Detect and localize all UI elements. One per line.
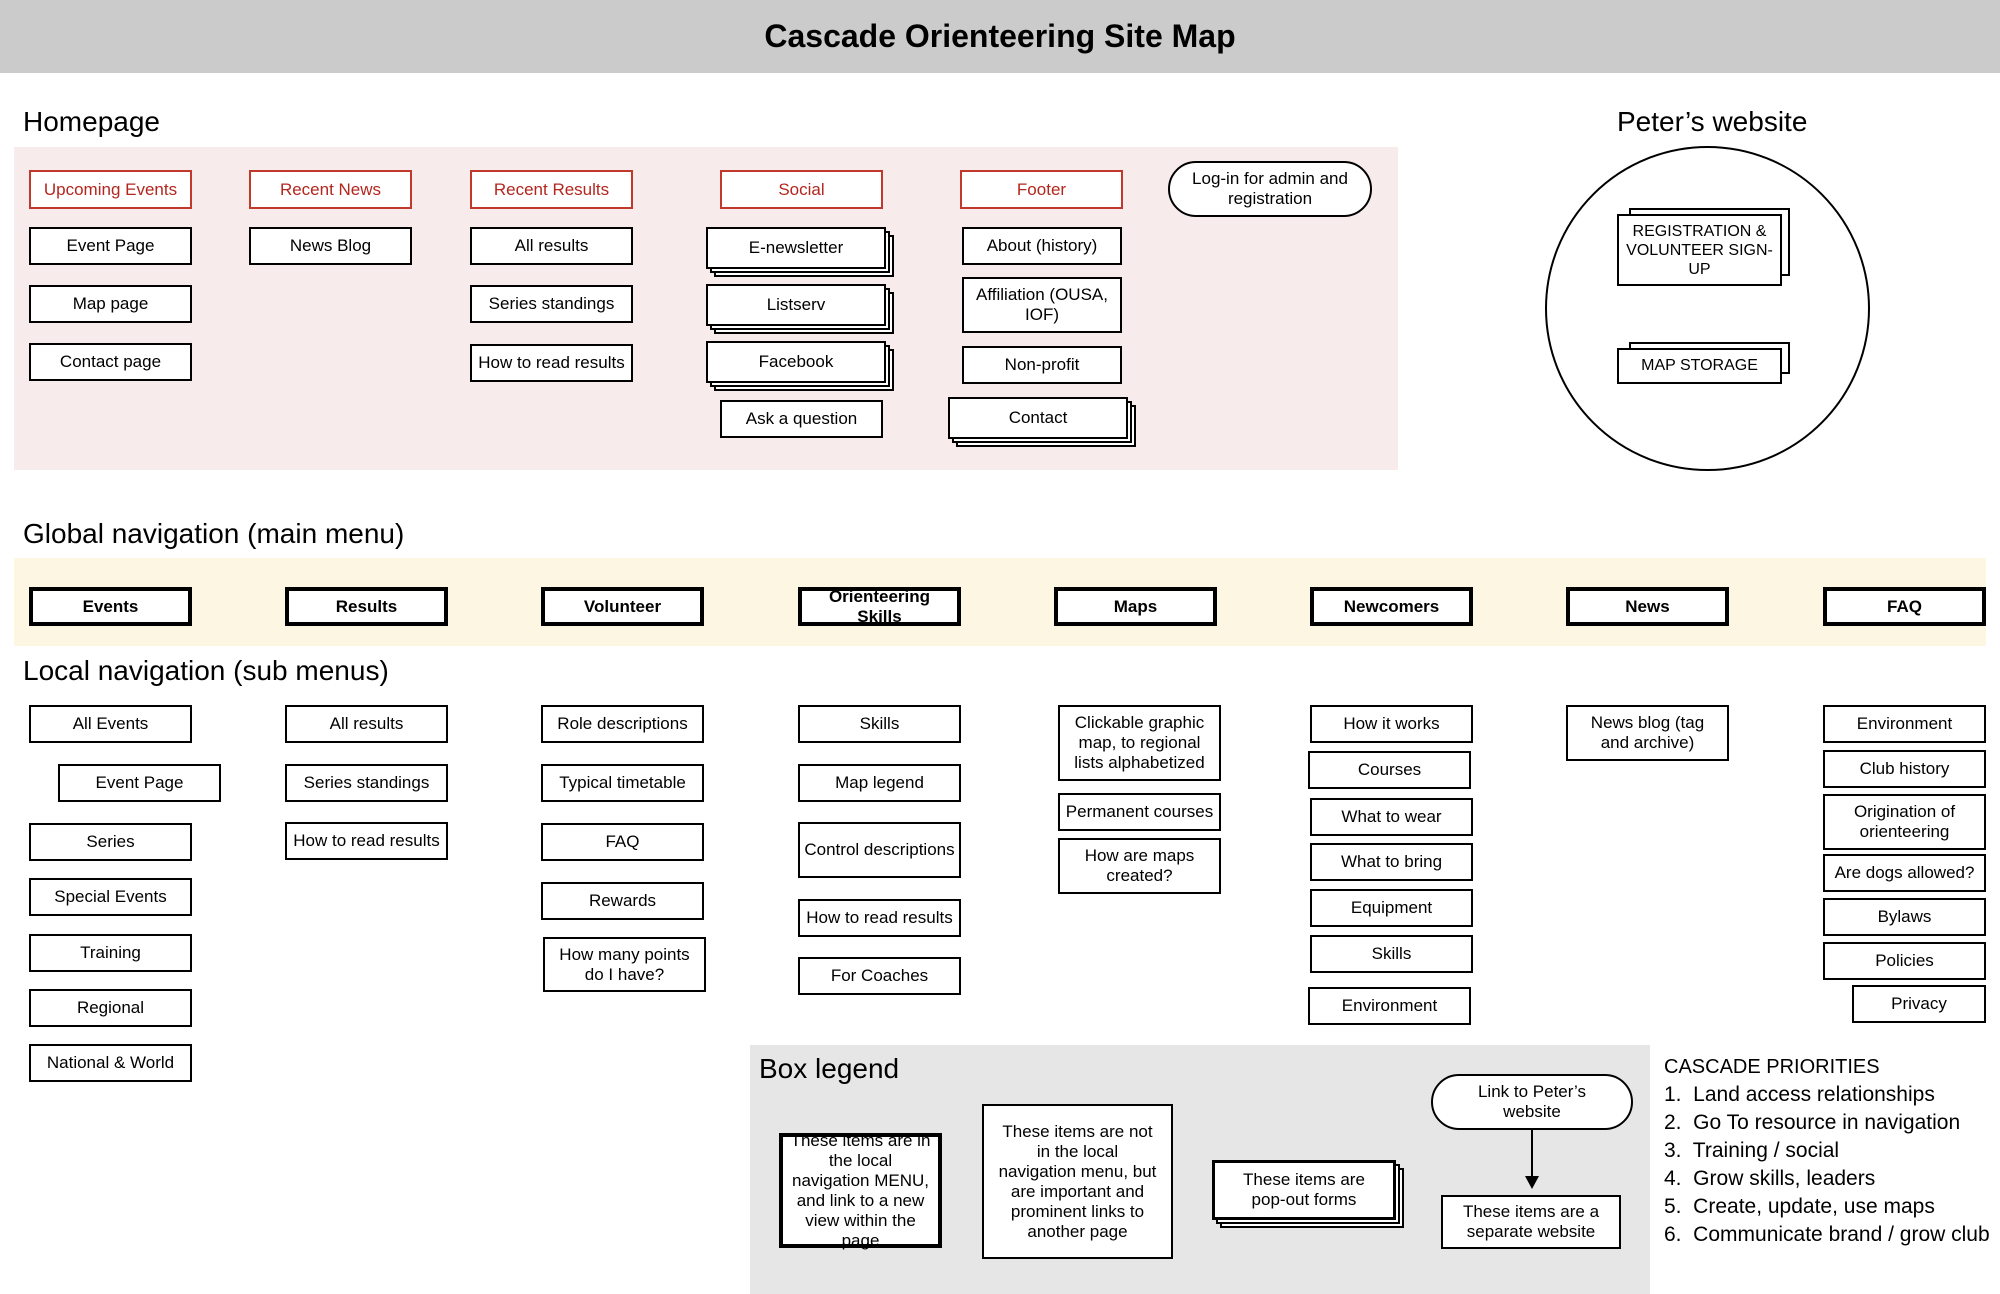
skills-how-to-read-results[interactable]: How to read results [798,899,961,937]
social-facebook[interactable]: Facebook [706,341,886,383]
homepage-header-footer[interactable]: Footer [960,170,1123,209]
homepage-header-recent-results[interactable]: Recent Results [470,170,633,209]
faq-bylaws[interactable]: Bylaws [1823,898,1986,936]
volunteer-rewards[interactable]: Rewards [541,882,704,920]
login-admin-registration[interactable]: Log-in for admin and registration [1168,161,1372,217]
priority-item-3: 3. Training / social [1664,1139,1840,1162]
global-nav-events[interactable]: Events [29,587,192,626]
newcomers-skills[interactable]: Skills [1310,935,1473,973]
recent-news-blog-link[interactable]: News Blog [249,227,412,265]
priority-item-4: 4. Grow skills, leaders [1664,1167,1876,1190]
upcoming-contact-page-link[interactable]: Contact page [29,343,192,381]
faq-origination-of-orienteering[interactable]: Origination of orienteering [1823,794,1986,850]
footer-contact[interactable]: Contact [948,397,1128,439]
peters-map-storage[interactable]: MAP STORAGE [1617,342,1790,384]
priority-item-2: 2. Go To resource in navigation [1664,1111,1961,1134]
priority-item-5: 5. Create, update, use maps [1664,1195,1935,1218]
events-special-events[interactable]: Special Events [29,878,192,916]
events-regional[interactable]: Regional [29,989,192,1027]
local-nav-heading: Local navigation (sub menus) [23,655,389,686]
global-nav-news[interactable]: News [1566,587,1729,626]
newcomers-environment[interactable]: Environment [1308,987,1471,1025]
recent-all-results-link[interactable]: All results [470,227,633,265]
results-series-standings[interactable]: Series standings [285,764,448,802]
page-title: Cascade Orienteering Site Map [764,18,1236,54]
events-event-page[interactable]: Event Page [58,764,221,802]
peters-website-heading: Peter’s website [1617,106,1808,137]
social-listserv[interactable]: Listserv [706,284,886,326]
priorities-title: CASCADE PRIORITIES [1664,1056,1880,1078]
legend-popout-box: These items are pop-out forms [1212,1160,1396,1220]
page-header: Cascade Orienteering Site Map [0,0,2000,73]
peters-registration-volunteer-signup[interactable]: REGISTRATION & VOLUNTEER SIGN-UP [1617,208,1790,286]
global-nav-orienteering-skills[interactable]: Orienteering Skills [798,587,961,626]
faq-are-dogs-allowed[interactable]: Are dogs allowed? [1823,854,1986,892]
newcomers-how-it-works[interactable]: How it works [1310,705,1473,743]
events-training[interactable]: Training [29,934,192,972]
recent-how-to-read-results-link[interactable]: How to read results [470,344,633,382]
faq-club-history[interactable]: Club history [1823,750,1986,788]
global-nav-maps[interactable]: Maps [1054,587,1217,626]
events-series[interactable]: Series [29,823,192,861]
global-nav-newcomers[interactable]: Newcomers [1310,587,1473,626]
maps-how-are-maps-created[interactable]: How are maps created? [1058,838,1221,894]
upcoming-map-page-link[interactable]: Map page [29,285,192,323]
maps-permanent-courses[interactable]: Permanent courses [1058,793,1221,831]
events-national-world[interactable]: National & World [29,1044,192,1082]
faq-policies[interactable]: Policies [1823,942,1986,980]
volunteer-role-descriptions[interactable]: Role descriptions [541,705,704,743]
skills-skills[interactable]: Skills [798,705,961,743]
global-nav-faq[interactable]: FAQ [1823,587,1986,626]
upcoming-event-page-link[interactable]: Event Page [29,227,192,265]
volunteer-typical-timetable[interactable]: Typical timetable [541,764,704,802]
homepage-header-upcoming-events[interactable]: Upcoming Events [29,170,192,209]
global-nav-results[interactable]: Results [285,587,448,626]
social-ask-a-question[interactable]: Ask a question [720,400,883,438]
skills-for-coaches[interactable]: For Coaches [798,957,961,995]
faq-privacy[interactable]: Privacy [1852,985,1986,1023]
legend-separate-website-box: These items are a separate website [1441,1189,1629,1249]
global-nav-heading: Global navigation (main menu) [23,518,405,549]
priority-item-1: 1. Land access relationships [1664,1083,1935,1106]
newcomers-courses[interactable]: Courses [1308,751,1471,789]
results-all-results[interactable]: All results [285,705,448,743]
footer-non-profit[interactable]: Non-profit [962,346,1122,384]
maps-clickable-graphic-map[interactable]: Clickable graphic map, to regional lists… [1058,705,1221,781]
homepage-header-social[interactable]: Social [720,170,883,209]
box-legend-heading: Box legend [759,1053,900,1084]
volunteer-how-many-points[interactable]: How many points do I have? [543,937,706,992]
events-all-events[interactable]: All Events [29,705,192,743]
legend-menu-box: These items are in the local navigation … [779,1131,942,1250]
newcomers-equipment[interactable]: Equipment [1310,889,1473,927]
homepage-header-recent-news[interactable]: Recent News [249,170,412,209]
cascade-priorities: CASCADE PRIORITIES 1. Land access relati… [1664,1053,1990,1249]
legend-document-box: These items are not in the local navigat… [982,1104,1173,1259]
legend-link-to-peters-website: Link to Peter’s website [1431,1074,1633,1130]
skills-map-legend[interactable]: Map legend [798,764,961,802]
skills-control-descriptions[interactable]: Control descriptions [798,822,961,878]
results-how-to-read-results[interactable]: How to read results [285,822,448,860]
newcomers-what-to-bring[interactable]: What to bring [1310,843,1473,881]
homepage-heading: Homepage [23,106,160,137]
faq-environment[interactable]: Environment [1823,705,1986,743]
news-blog-tag-archive[interactable]: News blog (tag and archive) [1566,705,1729,761]
global-nav-volunteer[interactable]: Volunteer [541,587,704,626]
footer-affiliation[interactable]: Affiliation (OUSA, IOF) [962,277,1122,333]
recent-series-standings-link[interactable]: Series standings [470,285,633,323]
social-e-newsletter[interactable]: E-newsletter [706,227,886,269]
footer-about-history[interactable]: About (history) [962,227,1122,265]
priority-item-6: 6. Communicate brand / grow club [1664,1223,1990,1246]
peters-website-circle [1545,146,1870,471]
volunteer-faq[interactable]: FAQ [541,823,704,861]
newcomers-what-to-wear[interactable]: What to wear [1310,798,1473,836]
